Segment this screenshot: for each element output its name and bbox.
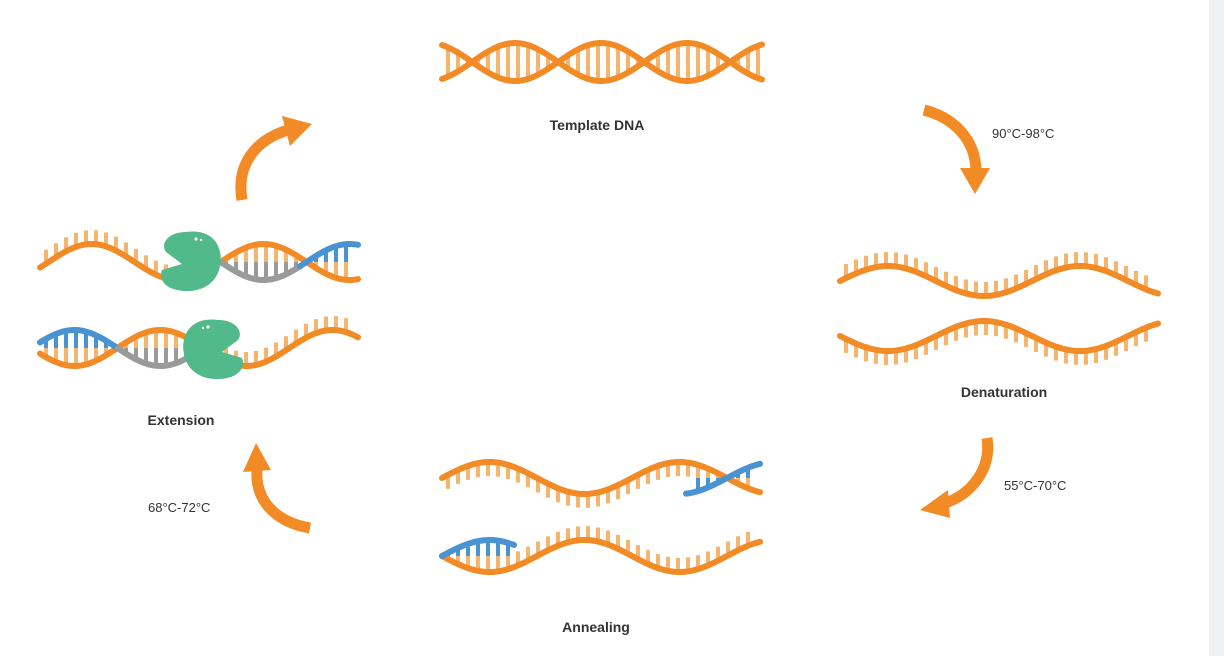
dna-strand [439,40,765,84]
denatured-strand-top [837,252,1161,300]
denaturation-temperature: 90°C-98°C [992,126,1055,141]
arrow-head [282,116,312,146]
dna-strand [37,327,121,352]
arrow-shaft [943,437,994,509]
arrow-shaft [922,104,982,171]
template-dna-helix [439,40,765,84]
denatured-strand-bottom [837,317,1161,365]
dna-strand [683,460,763,497]
arrow-annealing-to-extension [243,443,312,534]
arrow-shaft [251,469,312,534]
dna-strand [439,537,517,559]
enzyme-body [160,231,221,292]
enzyme-body [183,319,244,380]
annealing-label: Annealing [562,619,630,635]
dna-polymerase-top [160,231,221,292]
denaturation-label: Denaturation [960,384,1048,400]
dna-strand [439,537,763,575]
dna-strand [439,40,765,84]
arrow-head [920,490,950,518]
extension-label: Extension [147,412,215,428]
extension-temperature: 68°C-72°C [148,500,211,515]
dna-polymerase-bottom [183,319,244,380]
arrow-shaft [235,124,290,201]
annealing-strand-top [439,459,763,508]
side-scrollbar-panel[interactable] [1209,0,1224,656]
enzyme-highlight [206,325,210,329]
enzyme-highlight [194,237,198,241]
dna-strand [439,459,763,497]
enzyme-highlight [201,326,205,330]
arrow-head [243,443,271,472]
dna-strand [837,262,1161,300]
dna-strand [837,317,1161,355]
arrow-template-to-denaturation [922,104,990,194]
arrow-head [960,168,990,194]
annealing-strand-bottom [439,526,763,575]
dna-strand [219,259,303,283]
arrow-denaturation-to-annealing [920,437,994,518]
arrow-extension-to-template [235,116,312,201]
template-dna-label: Template DNA [549,117,645,133]
enzyme-highlight [199,238,203,242]
annealing-temperature: 55°C-70°C [1004,478,1067,493]
dna-strand [297,241,361,270]
